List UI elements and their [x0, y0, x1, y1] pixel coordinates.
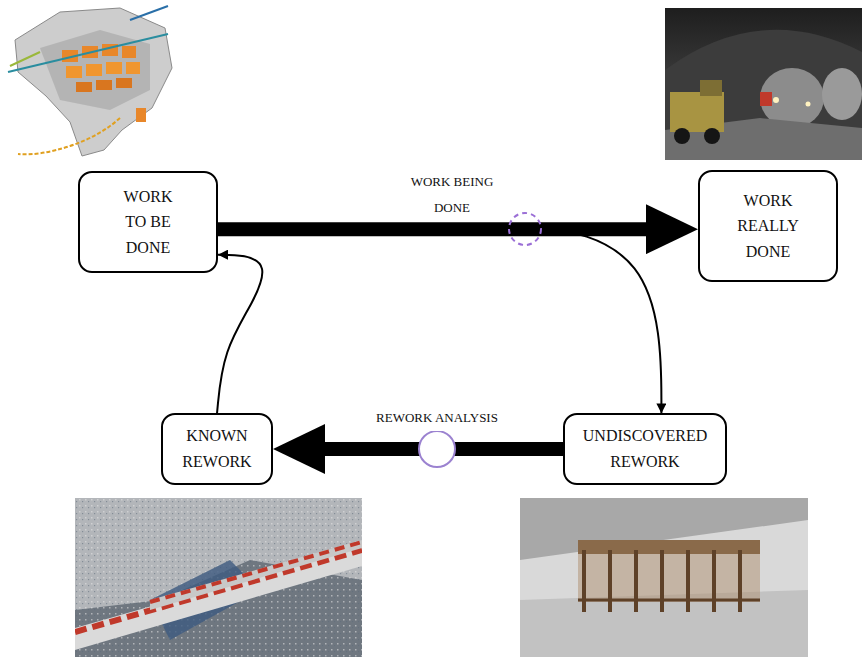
photo-ground: [520, 498, 808, 657]
point-cloud: [75, 498, 362, 657]
tunnel-photo: [665, 8, 862, 160]
truck-cab: [700, 80, 722, 96]
pillar: [660, 550, 664, 612]
flow-arrow: [217, 255, 262, 414]
pillar: [712, 550, 716, 612]
model-floor: [520, 590, 808, 657]
model-line: [130, 6, 168, 20]
point-cloud-bridge: [75, 498, 362, 657]
model-block: [106, 62, 122, 74]
bridge-deck: [150, 540, 362, 610]
dashed-circle: [509, 213, 541, 245]
pillar: [608, 550, 612, 612]
box-label: KNOWN REWORK: [174, 423, 260, 474]
truck: [670, 92, 724, 132]
process-box: KNOWN REWORK: [161, 413, 273, 484]
structure-model: [520, 498, 808, 657]
truck-wheel: [704, 128, 720, 144]
photo-ground: [665, 8, 862, 160]
model-block: [122, 46, 136, 58]
frame-pillars: [584, 550, 740, 612]
cavern-model: [8, 6, 172, 156]
model-line: [8, 34, 168, 72]
equipment: [760, 92, 772, 106]
cavern-shell: [15, 8, 172, 156]
process-box: WORK TO BE DONE: [78, 171, 218, 273]
model-block: [86, 64, 102, 76]
edge-label: REWORK ANALYSIS: [373, 405, 501, 431]
process-box: WORK REALLY DONE: [698, 170, 838, 282]
model-block: [76, 82, 92, 92]
tunnel-wall: [665, 30, 862, 160]
model-block: [126, 62, 140, 74]
bridge-rail: [75, 550, 362, 632]
model-block: [66, 66, 82, 78]
flow-arrow: [218, 229, 661, 413]
analysis-circle: [419, 431, 455, 467]
box-label: WORK TO BE DONE: [112, 184, 184, 261]
box-label: UNDISCOVERED REWORK: [575, 423, 715, 474]
bridge-deck: [75, 546, 362, 650]
pillar: [686, 550, 690, 612]
tunnel-opening: [822, 68, 862, 120]
process-box: UNDISCOVERED REWORK: [563, 413, 727, 484]
frame-body: [578, 554, 760, 602]
frame-beam: [578, 599, 760, 602]
model-block: [136, 108, 146, 122]
truck-wheel: [674, 128, 690, 144]
edge-label: WORK BEING DONE: [406, 169, 498, 221]
frame-beam: [578, 540, 760, 554]
bridge-rail: [150, 542, 362, 602]
model-block: [96, 80, 112, 90]
box-label: WORK REALLY DONE: [732, 188, 804, 265]
model-line: [10, 52, 40, 66]
photo-ground: [75, 498, 362, 657]
model-block: [116, 78, 132, 88]
lamp: [773, 97, 779, 103]
lamp: [806, 102, 811, 107]
pillar: [738, 550, 742, 612]
model-line: [18, 118, 120, 154]
pillar: [582, 550, 586, 612]
pillar: [634, 550, 638, 612]
